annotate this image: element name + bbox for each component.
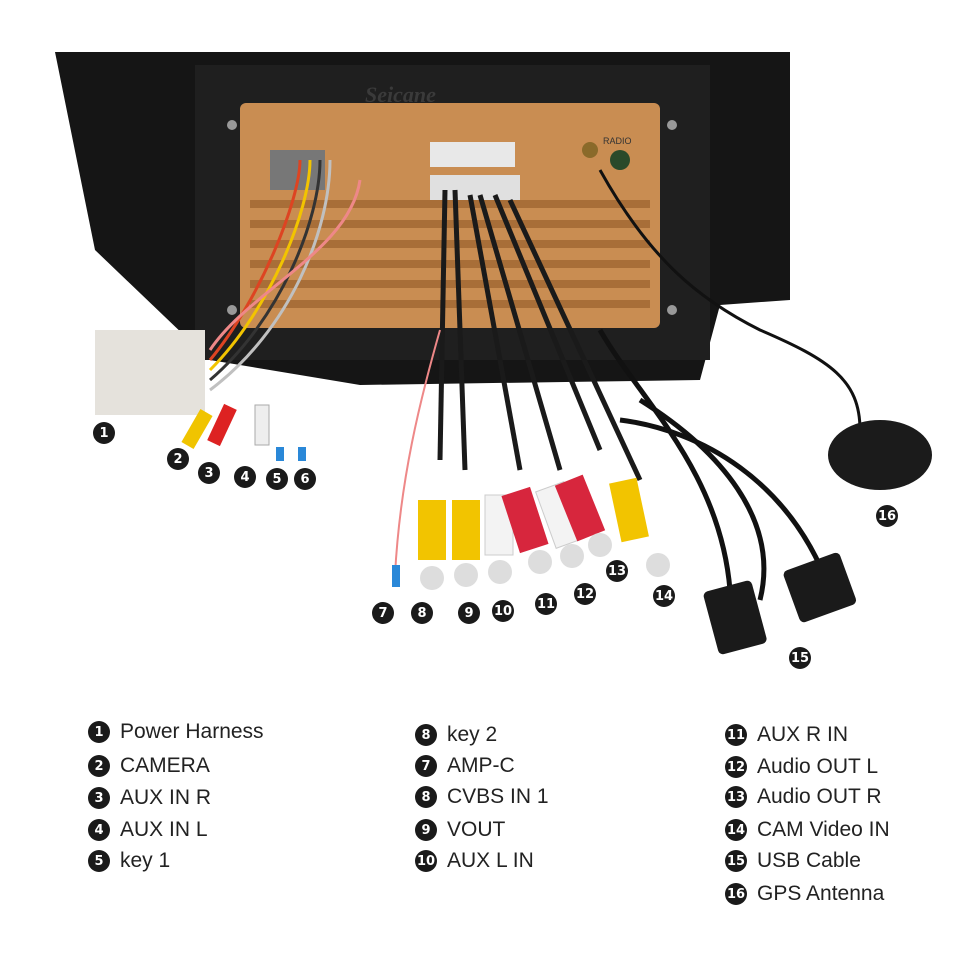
legend-label: USB Cable: [757, 849, 861, 872]
legend-label: CAM Video IN: [757, 818, 890, 841]
amp-wire: [394, 329, 441, 576]
callout-badge: 9: [458, 602, 480, 624]
gps-antenna-puck: [828, 420, 932, 490]
legend-label: GPS Antenna: [757, 882, 885, 905]
legend-label: CVBS IN 1: [447, 785, 549, 808]
screws: [227, 120, 677, 315]
legend-label: key 1: [120, 849, 171, 872]
harness-wires: [208, 159, 362, 392]
legend-item: 12 Audio OUT L: [725, 753, 878, 781]
callout-badge: 5: [266, 468, 288, 490]
callout-badge: 2: [167, 448, 189, 470]
rca-plug-aux-l: [254, 404, 270, 446]
legend-number: 1: [88, 721, 110, 743]
legend-label: AMP-C: [447, 754, 515, 777]
radio-antenna-port: [582, 142, 598, 158]
callout-badge: 13: [606, 560, 628, 582]
callout-badge: 10: [492, 600, 514, 622]
product-photo: Seicane RADIO: [55, 52, 932, 655]
usb-connector: [703, 580, 767, 655]
legend-label: CAMERA: [120, 754, 210, 777]
callout-badge: 7: [372, 602, 394, 624]
legend-item: 14 CAM Video IN: [725, 816, 890, 844]
legend-label: AUX R IN: [757, 723, 849, 746]
key1-wire-tip: [276, 447, 284, 461]
legend-label: AUX L IN: [447, 849, 534, 872]
callout-badge: 12: [574, 583, 596, 605]
legend-item: 4 AUX IN L: [88, 816, 208, 844]
metal-back-plate: [240, 103, 660, 328]
legend-item: 9 VOUT: [415, 816, 505, 844]
callout-badge: 16: [876, 505, 898, 527]
connector-block: [430, 142, 515, 167]
legend-number: 4: [88, 819, 110, 841]
legend-number: 8: [415, 724, 437, 746]
legend-label: AUX IN L: [120, 818, 208, 841]
amp-wire-tip: [392, 565, 400, 587]
legend-item: 2 CAMERA: [88, 752, 210, 780]
power-harness-plug: [95, 330, 205, 415]
legend-item: 16 GPS Antenna: [725, 880, 884, 908]
legend-number: 12: [725, 756, 747, 778]
legend-label: Power Harness: [120, 720, 264, 743]
brand-watermark: Seicane: [365, 82, 436, 107]
legend-item: 1 Power Harness: [88, 718, 264, 746]
callout-badge: 1: [93, 422, 115, 444]
legend-number: 16: [725, 883, 747, 905]
legend-item: 15 USB Cable: [725, 847, 861, 875]
legend-number: 15: [725, 850, 747, 872]
legend-label: key 2: [447, 723, 498, 746]
usb-connector: [783, 552, 857, 623]
legend-item: 10 AUX L IN: [415, 847, 534, 875]
rca-jacks-center: [418, 474, 670, 590]
legend-label: VOUT: [447, 818, 506, 841]
legend-label: AUX IN R: [120, 786, 212, 809]
legend-number: 13: [725, 786, 747, 808]
legend-item: 3 AUX IN R: [88, 784, 211, 812]
legend-number: 3: [88, 787, 110, 809]
legend-number: 2: [88, 755, 110, 777]
legend-number: 14: [725, 819, 747, 841]
legend-number: 9: [415, 819, 437, 841]
legend-item: 8 CVBS IN 1: [415, 783, 549, 811]
legend-number: 11: [725, 724, 747, 746]
legend-number: 8: [415, 786, 437, 808]
legend-number: 10: [415, 850, 437, 872]
radio-label: RADIO: [603, 136, 632, 146]
center-cables: [437, 189, 643, 482]
rca-plug-aux-r: [207, 403, 237, 447]
gps-port: [610, 150, 630, 170]
legend-item: 7 AMP-C: [415, 752, 515, 780]
legend-item: 8 key 2: [415, 721, 497, 749]
callout-badge: 15: [789, 647, 811, 669]
legend-item: 11 AUX R IN: [725, 721, 848, 749]
rca-plug-camera: [181, 409, 213, 449]
key2-wire-tip: [298, 447, 306, 461]
callout-badge: 6: [294, 468, 316, 490]
gps-cable: [598, 169, 862, 431]
legend-number: 5: [88, 850, 110, 872]
heatsink-fins: [250, 200, 650, 308]
callout-badge: 3: [198, 462, 220, 484]
legend-item: 13 Audio OUT R: [725, 783, 882, 811]
usb-cables: [597, 328, 833, 601]
legend-number: 7: [415, 755, 437, 777]
callout-badge: 8: [411, 602, 433, 624]
callout-badge: 4: [234, 466, 256, 488]
legend-item: 5 key 1: [88, 847, 170, 875]
legend-label: Audio OUT R: [757, 785, 882, 808]
callout-badge: 11: [535, 593, 557, 615]
legend-label: Audio OUT L: [757, 755, 879, 778]
callout-badge: 14: [653, 585, 675, 607]
